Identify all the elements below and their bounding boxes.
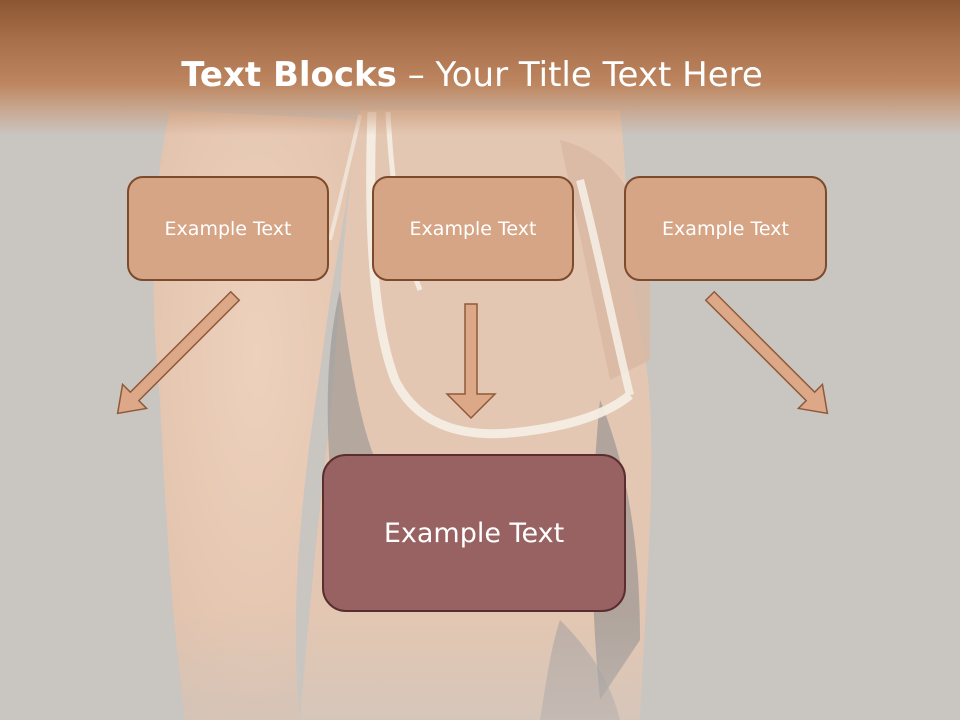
text-box-center[interactable]: Example Text <box>372 176 574 281</box>
arrow-right <box>704 290 829 415</box>
title-band <box>0 0 960 135</box>
arrow-left <box>116 290 241 415</box>
text-box-main-label: Example Text <box>383 517 565 549</box>
text-box-main[interactable]: Example Text <box>322 454 626 612</box>
title-rest-part: – Your Title Text Here <box>396 55 763 95</box>
text-box-right-label: Example Text <box>662 217 789 240</box>
text-box-center-label: Example Text <box>409 217 537 240</box>
text-box-left[interactable]: Example Text <box>127 176 329 281</box>
slide-title: Text Blocks – Your Title Text Here <box>0 54 944 96</box>
arrow-center <box>445 303 497 420</box>
text-box-right[interactable]: Example Text <box>624 176 827 281</box>
title-bold-part: Text Blocks <box>181 55 397 95</box>
text-box-left-label: Example Text <box>164 217 292 240</box>
